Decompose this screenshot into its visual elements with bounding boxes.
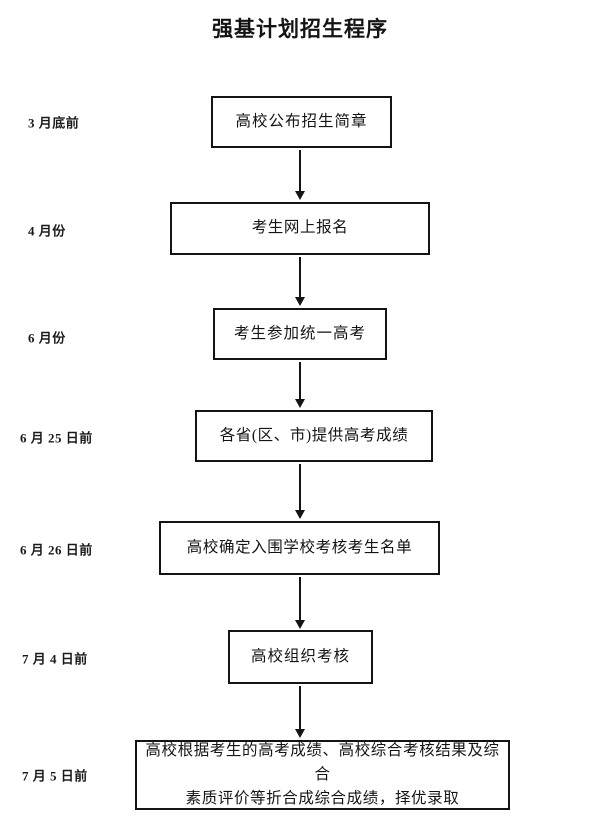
stage-label-7: 7 月 5 日前 — [22, 768, 88, 784]
arrow-shaft — [299, 686, 301, 730]
flow-node-3[interactable]: 考生参加统一高考 — [213, 308, 387, 360]
arrow-head-icon — [295, 191, 305, 200]
flow-node-4-label: 各省(区、市)提供高考成绩 — [219, 426, 409, 444]
flow-node-6[interactable]: 高校组织考核 — [228, 630, 373, 684]
flow-node-2-label: 考生网上报名 — [251, 219, 349, 237]
stage-label-2: 4 月份 — [28, 223, 66, 239]
arrow-head-icon — [295, 510, 305, 519]
arrow-head-icon — [295, 297, 305, 306]
stage-label-1: 3 月底前 — [28, 115, 80, 131]
flow-node-6-label: 高校组织考核 — [250, 647, 350, 665]
flow-node-1-label: 高校公布招生简章 — [235, 112, 368, 130]
arrow-5-to-6 — [293, 577, 307, 629]
arrow-4-to-5 — [293, 464, 307, 519]
flow-node-3-label: 考生参加统一高考 — [233, 324, 366, 342]
stage-label-3: 6 月份 — [28, 330, 66, 346]
arrow-3-to-4 — [293, 362, 307, 408]
arrow-head-icon — [295, 399, 305, 408]
arrow-shaft — [299, 464, 301, 511]
flow-node-7[interactable]: 高校根据考生的高考成绩、高校综合考核结果及综合 素质评价等折合成综合成绩，择优录… — [135, 740, 510, 810]
arrow-head-icon — [295, 620, 305, 629]
flow-node-2[interactable]: 考生网上报名 — [170, 202, 430, 255]
flow-node-4[interactable]: 各省(区、市)提供高考成绩 — [195, 410, 433, 462]
arrow-shaft — [299, 257, 301, 298]
arrow-1-to-2 — [293, 150, 307, 200]
arrow-6-to-7 — [293, 686, 307, 738]
arrow-shaft — [299, 362, 301, 400]
arrow-2-to-3 — [293, 257, 307, 306]
arrow-head-icon — [295, 729, 305, 738]
stage-label-6: 7 月 4 日前 — [22, 651, 88, 667]
flow-node-5-label: 高校确定入围学校考核考生名单 — [186, 538, 413, 556]
stage-label-5: 6 月 26 日前 — [20, 542, 93, 558]
flow-node-1[interactable]: 高校公布招生简章 — [211, 96, 392, 148]
arrow-shaft — [299, 150, 301, 192]
stage-label-4: 6 月 25 日前 — [20, 430, 93, 446]
flow-node-7-label: 高校根据考生的高考成绩、高校综合考核结果及综合 素质评价等折合成综合成绩，择优录… — [145, 741, 500, 808]
flow-node-5[interactable]: 高校确定入围学校考核考生名单 — [159, 521, 440, 575]
page-title: 强基计划招生程序 — [212, 18, 388, 41]
arrow-shaft — [299, 577, 301, 621]
